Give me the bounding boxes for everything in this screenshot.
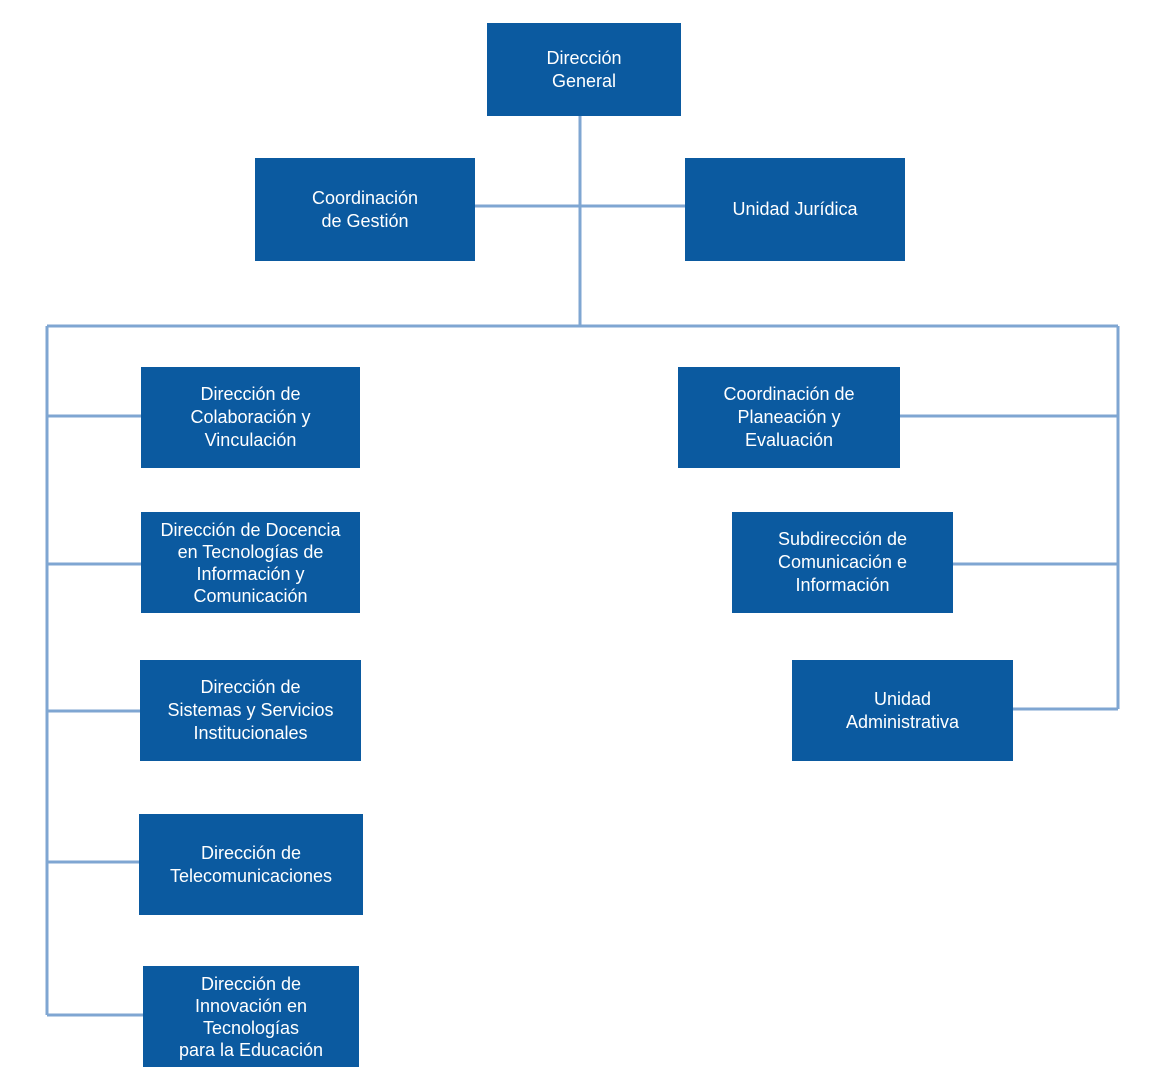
org-node-label: Coordinación de Planeación y Evaluación [723, 384, 855, 450]
org-node-label: Coordinación de Gestión [311, 187, 419, 231]
org-node-unidad-juridica: Unidad Jurídica [685, 158, 905, 261]
org-node-comunicacion-informacion: Subdirección de Comunicación e Informaci… [732, 512, 953, 613]
org-node-planeacion-evaluacion: Coordinación de Planeación y Evaluación [678, 367, 900, 468]
org-node-label: Dirección de Telecomunicaciones [169, 842, 333, 886]
org-node-label: Dirección de Sistemas y Servicios Instit… [167, 677, 334, 743]
org-node-sistemas-servicios: Dirección de Sistemas y Servicios Instit… [140, 660, 361, 761]
org-node-coordinacion-gestion: Coordinación de Gestión [255, 158, 475, 261]
org-node-label: Unidad Jurídica [732, 199, 858, 219]
org-node-label: Dirección de Docencia en Tecnologías de … [160, 519, 341, 606]
org-node-label: Unidad Administrativa [845, 688, 960, 732]
org-node-innovacion-educacion: Dirección de Innovación en Tecnologías p… [143, 966, 359, 1067]
org-node-label: Subdirección de Comunicación e Informaci… [777, 529, 908, 595]
org-node-label: Dirección de Colaboración y Vinculación [190, 384, 311, 450]
org-node-label: Dirección de Innovación en Tecnologías p… [178, 973, 324, 1060]
org-node-direccion-general: Dirección General [487, 23, 681, 116]
org-node-colaboracion-vinculacion: Dirección de Colaboración y Vinculación [141, 367, 360, 468]
org-node-unidad-administrativa: Unidad Administrativa [792, 660, 1013, 761]
org-node-docencia-tic: Dirección de Docencia en Tecnologías de … [141, 512, 360, 613]
org-node-label: Dirección General [546, 47, 622, 91]
org-node-telecomunicaciones: Dirección de Telecomunicaciones [139, 814, 363, 915]
